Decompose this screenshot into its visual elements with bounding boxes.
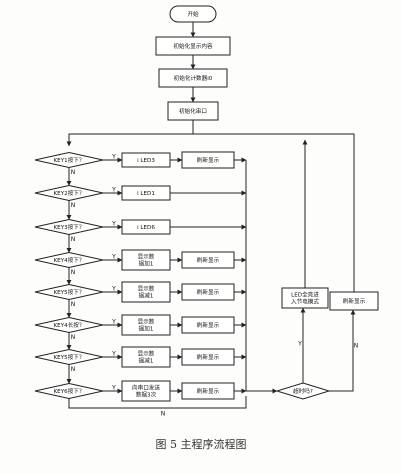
action-box-5: [121, 281, 171, 303]
action-label-2: i LED1: [137, 191, 155, 197]
refresh-right-label: 刷新显示: [343, 297, 366, 305]
decision-2-label: KEY2按下？: [54, 189, 85, 197]
timeout-yes-label: Y: [297, 341, 302, 348]
no-label-5: N: [71, 301, 76, 308]
decision-6: [34, 316, 104, 334]
yes-label-8: Y: [111, 385, 116, 392]
action-box-3: [121, 219, 171, 235]
edge-timeout-no: [329, 309, 356, 392]
edge-refresh-right-up: [353, 133, 355, 292]
decision-4-label: KEY4按下？: [54, 256, 85, 264]
init-serial-label: 初始化串口: [179, 107, 207, 115]
timeout-label: 超时吗?: [293, 387, 313, 395]
decision-3: [34, 218, 104, 236]
decision-4: [34, 251, 104, 269]
refresh-right-box-outer: [329, 291, 379, 311]
timeout-no-label: N: [354, 343, 359, 350]
decision-7-label: KEY5按下？: [54, 353, 85, 361]
refresh-label-6: 刷新显示: [197, 321, 220, 329]
action-box-2: [121, 185, 171, 201]
no-label-2: N: [71, 202, 76, 209]
no-label-3: N: [71, 236, 76, 243]
refresh-label-7: 刷新显示: [197, 353, 220, 361]
yes-label-7: Y: [111, 351, 116, 358]
led-all-box: [281, 287, 329, 309]
yes-label-5: Y: [111, 286, 116, 293]
refresh-box-7: [181, 348, 235, 366]
refresh-box-8: [181, 382, 235, 400]
refresh-label-5: 刷新显示: [197, 288, 220, 296]
init-display-box: [155, 36, 231, 56]
yes-label-6: Y: [111, 319, 116, 326]
action-label-5: 显示数据减1: [138, 284, 155, 299]
start-terminal: [169, 5, 217, 23]
no-label-7: N: [71, 366, 76, 373]
refresh-box-4: [181, 251, 235, 269]
decision-8-label: KEY6按下？: [54, 387, 85, 395]
action-label-3: i LED6: [137, 225, 155, 231]
init-serial-box: [167, 101, 219, 121]
refresh-box-1: [181, 151, 235, 169]
init-counter-box: [158, 68, 228, 88]
decision-7: [34, 348, 104, 366]
decision-1: [34, 151, 104, 169]
decision-3-label: KEY3按下？: [54, 223, 85, 231]
init-display-label: 初始化显示内容: [173, 42, 213, 50]
edge-no-last: [68, 396, 247, 409]
action-box-6: [121, 314, 171, 336]
action-label-4: 显示数据加1: [138, 252, 155, 267]
action-label-6: 显示数据加1: [138, 317, 155, 332]
action-label-7: 显示数据减1: [138, 349, 155, 364]
action-box-4: [121, 249, 171, 271]
action-box-8: [121, 380, 171, 402]
action-label-8: 向串口发送数据3次: [132, 383, 160, 398]
refresh-label-4: 刷新显示: [197, 256, 220, 264]
init-counter-label: 初始化计数器i0: [174, 74, 213, 82]
loop-back-line: [66, 133, 353, 147]
timeout-decision: [275, 382, 331, 400]
yes-label-4: Y: [111, 254, 116, 261]
refresh-label-1: 刷新显示: [197, 156, 220, 164]
decision-5-label: KEY5按下？: [54, 288, 85, 296]
action-label-1: i LED3: [137, 158, 155, 164]
yes-label-2: Y: [111, 187, 116, 194]
no-label-last: N: [161, 411, 166, 418]
bus-line: [245, 160, 278, 394]
refresh-label-8: 刷新显示: [197, 387, 220, 395]
yes-label-3: Y: [111, 221, 116, 228]
decision-5: [34, 283, 104, 301]
refresh-box-6: [181, 316, 235, 334]
refresh-box-5: [181, 283, 235, 301]
start-label: 开始: [187, 10, 199, 18]
led-all-label: LED全亮进入节电模式: [291, 290, 319, 305]
no-label-1: N: [71, 169, 76, 176]
decision-2: [34, 184, 104, 202]
decision-1-label: KEY1按下？: [54, 156, 85, 164]
action-box-1: [121, 152, 171, 168]
yes-label-1: Y: [111, 154, 116, 161]
decision-8: [34, 382, 104, 400]
no-label-6: N: [71, 334, 76, 341]
no-label-4: N: [71, 269, 76, 276]
action-box-7: [121, 346, 171, 368]
figure-caption: 图 5 主程序流程图: [155, 438, 247, 451]
decision-6-label: KEY4长按？: [54, 321, 85, 329]
